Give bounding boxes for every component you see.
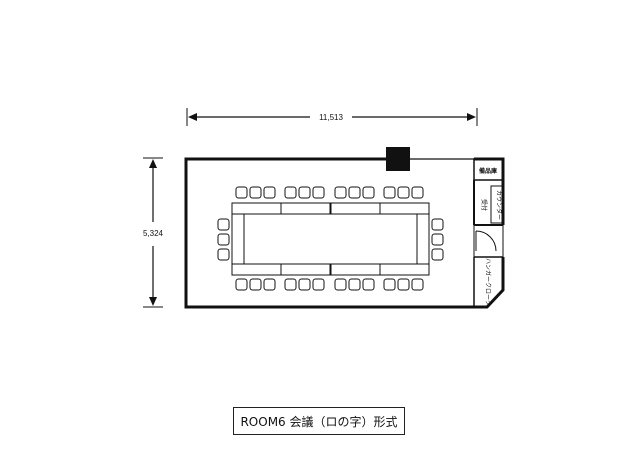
reception-area	[473, 180, 503, 226]
counter-label: カウンター	[495, 190, 503, 220]
chair	[383, 278, 396, 291]
table-bottom	[330, 263, 381, 276]
chair	[397, 278, 410, 291]
width-dimension-label: 11,513	[319, 113, 343, 122]
chair	[217, 218, 230, 231]
table-top	[280, 202, 331, 215]
pillar	[386, 147, 410, 171]
table-left	[231, 213, 245, 265]
chair	[362, 278, 375, 291]
chair	[334, 278, 347, 291]
chair	[431, 218, 444, 231]
chair	[411, 186, 424, 199]
chair	[235, 186, 248, 199]
table-right	[416, 213, 430, 265]
chair	[235, 278, 248, 291]
table-bottom	[379, 263, 430, 276]
chair	[217, 233, 230, 246]
cloak-label: ハンガークローク	[484, 258, 492, 306]
chair	[263, 278, 276, 291]
height-dimension	[143, 157, 163, 308]
chair	[431, 233, 444, 246]
chair	[217, 248, 230, 261]
chair	[397, 186, 410, 199]
table-top	[379, 202, 430, 215]
chair	[362, 186, 375, 199]
storage-room	[473, 158, 504, 181]
table-top	[330, 202, 381, 215]
chair	[312, 278, 325, 291]
chair	[334, 186, 347, 199]
chair	[431, 248, 444, 261]
seating-layout	[217, 186, 444, 291]
table-bottom	[231, 263, 282, 276]
width-dimension	[186, 108, 478, 126]
storage-label: 備品庫	[479, 167, 497, 175]
chair	[284, 278, 297, 291]
chair	[298, 186, 311, 199]
chair	[312, 186, 325, 199]
height-dimension-label: 5,324	[143, 229, 164, 238]
chair	[249, 186, 262, 199]
reception-label: 受付	[480, 199, 488, 211]
layout-caption: ROOM6 会議（ロの字）形式	[233, 407, 405, 435]
chair	[348, 278, 361, 291]
chair	[263, 186, 276, 199]
door	[473, 225, 504, 258]
chair	[284, 186, 297, 199]
table-bottom	[280, 263, 331, 276]
table-top	[231, 202, 282, 215]
chair	[383, 186, 396, 199]
chair	[348, 186, 361, 199]
chair	[249, 278, 262, 291]
chair	[298, 278, 311, 291]
chair	[411, 278, 424, 291]
